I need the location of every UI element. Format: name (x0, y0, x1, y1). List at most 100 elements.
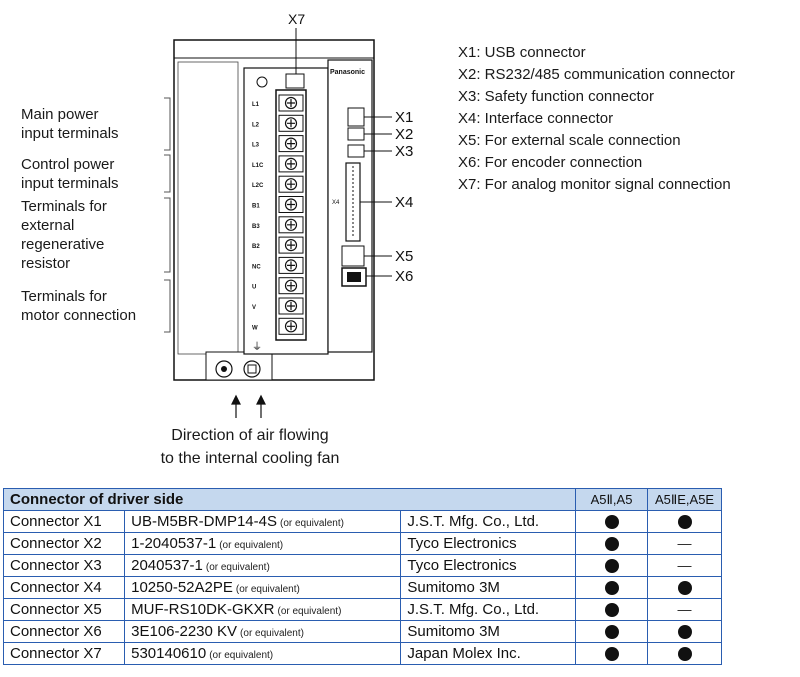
availability-a5iie-a5e (647, 576, 722, 599)
terminal-label: L2 (252, 122, 260, 128)
table-header-row: Connector of driver side A5Ⅱ,A5 A5ⅡE,A5E (3, 488, 722, 511)
port-x1 (347, 107, 365, 127)
tag-x4: X4 (395, 194, 413, 211)
connector-name: Connector X1 (2, 510, 126, 533)
terminal-label: L1C (252, 163, 264, 169)
terminal-label: L2C (252, 183, 264, 189)
x7-label: X7 (288, 11, 305, 27)
tag-x5: X5 (395, 248, 413, 265)
availability-a5iie-a5e (647, 510, 722, 533)
tag-x6: X6 (395, 268, 413, 285)
air-flow-caption: Direction of air flowing to the internal… (160, 427, 340, 467)
legend-x3: X3: Safety function connector (458, 88, 654, 105)
tag-x3: X3 (395, 143, 413, 160)
manufacturer: Tyco Electronics (400, 532, 576, 555)
availability-a5ii-a5 (574, 510, 649, 533)
availability-a5ii-a5 (574, 620, 649, 643)
port-x2 (347, 127, 365, 141)
legend-x6: X6: For encoder connection (458, 154, 643, 171)
part-number: 1-2040537-1(or equivalent) (124, 532, 402, 555)
part-number: 2040537-1(or equivalent) (124, 554, 402, 577)
part-number: 530140610(or equivalent) (124, 642, 402, 665)
manufacturer: Japan Molex Inc. (400, 642, 576, 665)
label-control-power: Control power input terminals (21, 156, 119, 192)
connector-name: Connector X4 (2, 576, 126, 599)
port-x5 (341, 245, 365, 267)
manufacturer: J.S.T. Mfg. Co., Ltd. (400, 510, 576, 533)
connector-name: Connector X5 (2, 598, 126, 621)
terminal-screws (278, 94, 304, 335)
availability-a5iie-a5e: — (647, 554, 722, 577)
table-title: Connector of driver side (3, 488, 576, 511)
terminal-label: B2 (252, 244, 260, 250)
not-available-dash: — (677, 601, 692, 617)
legend-x5: X5: For external scale connection (458, 132, 681, 149)
ground-icon: ⏚ (252, 341, 262, 353)
not-available-dash: — (677, 557, 692, 573)
availability-a5iie-a5e (647, 620, 722, 643)
label-motor-connection: Terminals for motor connection (21, 288, 137, 324)
availability-a5iie-a5e (647, 642, 722, 665)
connector-legend: X1: USB connector X2: RS232/485 communic… (458, 42, 735, 196)
available-dot-icon (604, 581, 619, 596)
manufacturer: Sumitomo 3M (400, 620, 576, 643)
available-dot-icon (604, 515, 619, 530)
connector-name: Connector X3 (2, 554, 126, 577)
terminal-label: U (252, 285, 256, 291)
part-number: 10250-52A2PE(or equivalent) (124, 576, 402, 599)
model-a5ii-a5: A5Ⅱ,A5 (574, 488, 649, 511)
connector-name: Connector X2 (2, 532, 126, 555)
not-available-dash: — (677, 535, 692, 551)
terminal-label: NC (252, 264, 261, 270)
legend-x2: X2: RS232/485 communication connector (458, 66, 735, 83)
svg-text:X4: X4 (332, 200, 340, 206)
connector-table: Connector of driver side A5Ⅱ,A5 A5ⅡE,A5E… (2, 488, 722, 665)
availability-a5ii-a5 (574, 576, 649, 599)
part-number: MUF-RS10DK-GKXR(or equivalent) (124, 598, 402, 621)
terminal-label: B1 (252, 204, 260, 210)
connector-name: Connector X7 (2, 642, 126, 665)
legend-x7: X7: For analog monitor signal connection (458, 176, 731, 193)
available-dot-icon (604, 537, 619, 552)
available-dot-icon (604, 559, 619, 574)
part-number: 3E106-2230 KV(or equivalent) (124, 620, 402, 643)
availability-a5ii-a5 (574, 554, 649, 577)
connector-name: Connector X6 (2, 620, 126, 643)
port-x3 (347, 144, 365, 158)
available-dot-icon (677, 581, 692, 596)
availability-a5iie-a5e: — (647, 532, 722, 555)
available-dot-icon (604, 625, 619, 640)
available-dot-icon (677, 515, 692, 530)
vendor-label: Panasonic (330, 69, 365, 76)
availability-a5ii-a5 (574, 532, 649, 555)
legend-x1: X1: USB connector (458, 44, 586, 61)
manufacturer: Tyco Electronics (400, 554, 576, 577)
available-dot-icon (604, 603, 619, 618)
terminal-label: B3 (252, 224, 260, 230)
available-dot-icon (604, 647, 619, 662)
terminal-label: L3 (252, 143, 260, 149)
manufacturer: J.S.T. Mfg. Co., Ltd. (400, 598, 576, 621)
terminal-label: L1 (252, 102, 260, 108)
tag-x1: X1 (395, 109, 413, 126)
available-dot-icon (677, 647, 692, 662)
tag-x2: X2 (395, 126, 413, 143)
model-a5iie-a5e: A5ⅡE,A5E (647, 488, 722, 511)
terminal-label: W (252, 325, 258, 331)
available-dot-icon (677, 625, 692, 640)
terminal-label: V (252, 305, 256, 311)
part-number: UB-M5BR-DMP14-4S(or equivalent) (124, 510, 402, 533)
availability-a5ii-a5 (574, 598, 649, 621)
manufacturer: Sumitomo 3M (400, 576, 576, 599)
availability-a5iie-a5e: — (647, 598, 722, 621)
availability-a5ii-a5 (574, 642, 649, 665)
label-main-power: Main power input terminals (21, 106, 119, 142)
